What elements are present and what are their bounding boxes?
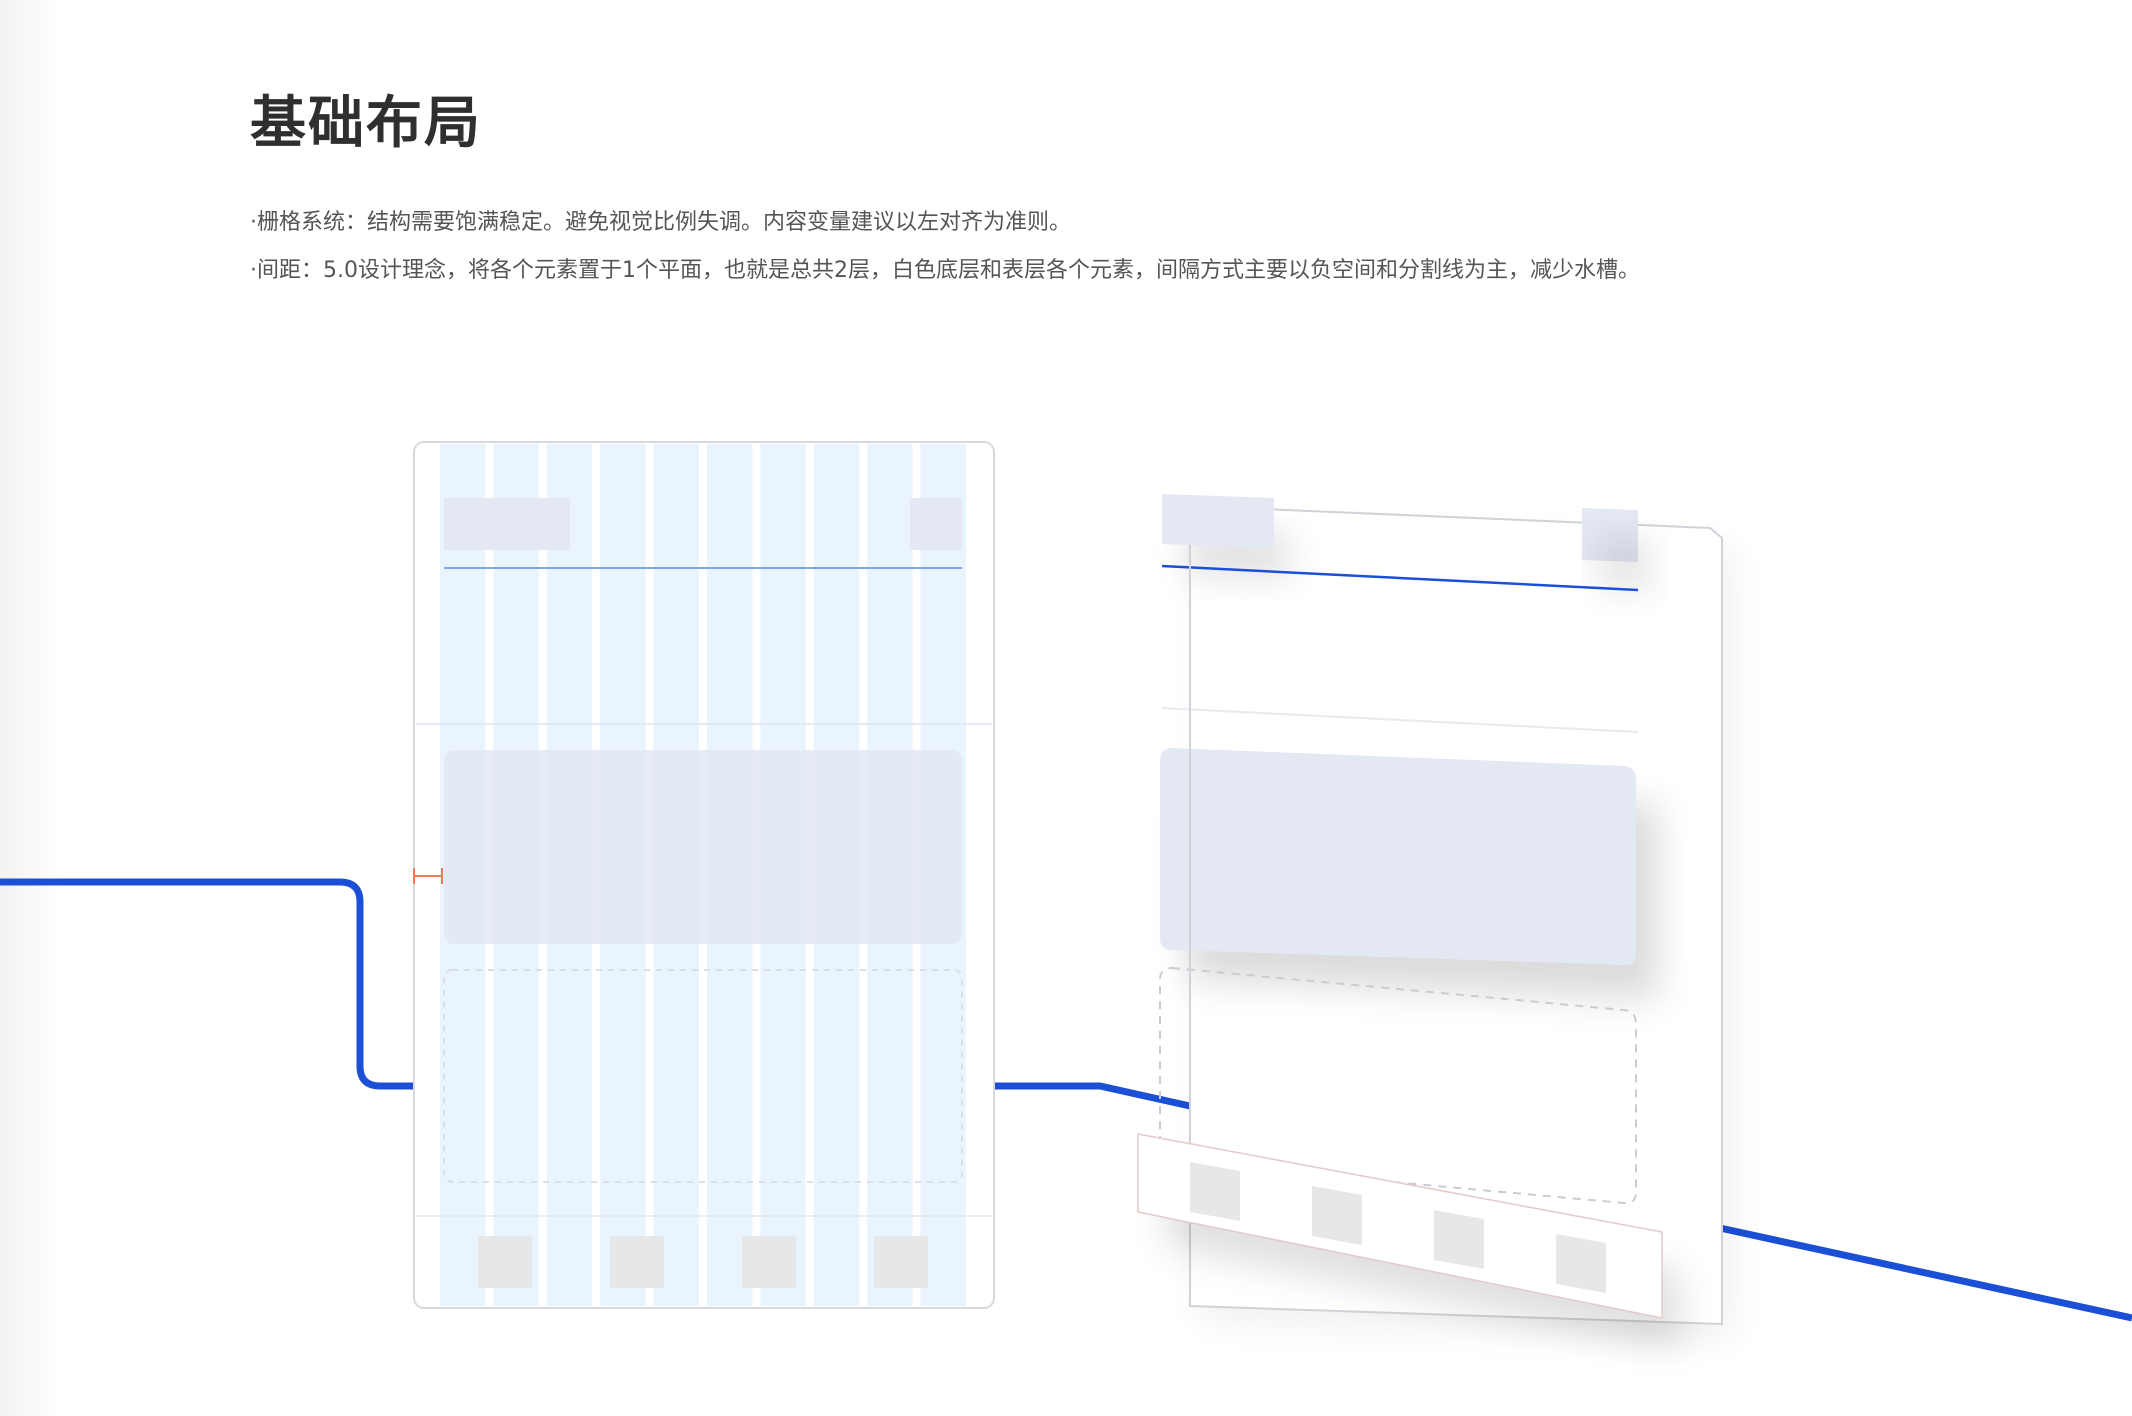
header-logo-placeholder — [444, 498, 570, 550]
content-divider — [1161, 707, 1639, 733]
footer-icon-placeholder — [478, 1236, 532, 1288]
connector-line-middle — [994, 1082, 1191, 1110]
footer-icon-placeholder — [742, 1236, 796, 1288]
footer-icons — [478, 1236, 928, 1288]
description-spacing: ·间距：5.0设计理念，将各个元素置于1个平面，也就是总共2层，白色底层和表层各… — [250, 258, 1640, 283]
header-action-placeholder — [910, 498, 962, 550]
banner-block — [1160, 748, 1636, 966]
footer-bar — [1137, 1133, 1663, 1319]
footer-icon-placeholder — [1434, 1210, 1484, 1269]
footer-icon-placeholder — [874, 1236, 928, 1288]
header-divider — [1161, 564, 1639, 592]
header-logo-block — [1162, 494, 1274, 548]
page-title: 基础布局 — [250, 91, 482, 156]
description-grid-system: ·栅格系统：结构需要饱满稳定。避免视觉比例失调。内容变量建议以左对齐为准则。 — [250, 210, 1071, 235]
content-slot-dashed — [443, 969, 963, 1183]
footer-icon-placeholder — [1190, 1162, 1240, 1221]
banner-placeholder — [444, 750, 962, 944]
spacing-marker — [413, 868, 443, 884]
footer-icons — [1190, 1162, 1606, 1293]
background-shade — [0, 0, 60, 1416]
footer-icon-placeholder — [1556, 1234, 1606, 1293]
footer-icon-placeholder — [1312, 1186, 1362, 1245]
connector-line-right — [1719, 1224, 2132, 1322]
header-action-shadow — [1598, 536, 1652, 592]
footer-icon-placeholder — [610, 1236, 664, 1288]
content-slot-dashed — [1159, 966, 1637, 1205]
exploded-layers — [1137, 494, 1732, 1350]
connector-line-left — [0, 878, 416, 1090]
grid-wireframe — [413, 441, 995, 1309]
